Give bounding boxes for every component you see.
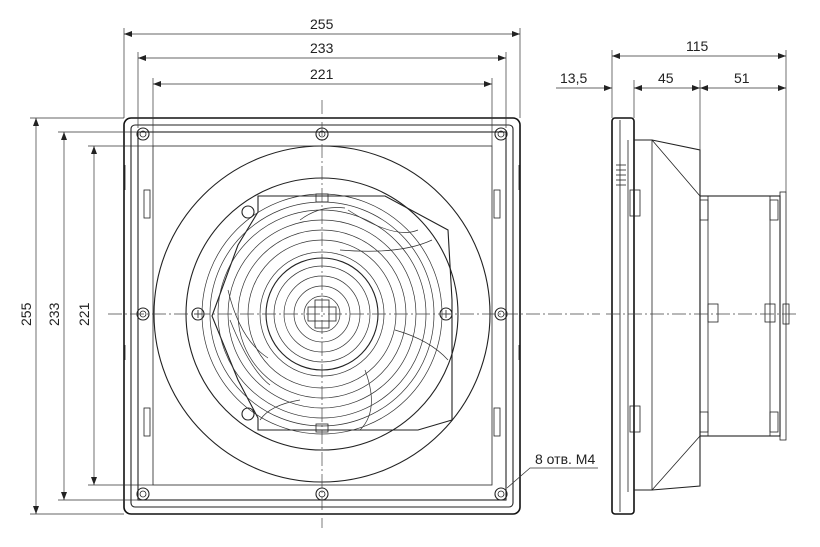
- side-flange: [611, 117, 635, 515]
- holes-callout-leader: [506, 467, 598, 489]
- dim-side-51: 51: [734, 70, 750, 86]
- fan-housing: [211, 195, 453, 431]
- side-housing: [634, 139, 701, 491]
- frame-latches: [124, 165, 520, 437]
- side-dimensions: 115 13,5 45 51: [556, 38, 787, 192]
- side-rear-grille: [779, 191, 787, 441]
- side-view: [606, 117, 798, 515]
- side-grip-ribs: [616, 164, 626, 186]
- dim-side-13-5: 13,5: [560, 70, 587, 86]
- front-top-dimensions: 255 233 221: [123, 16, 521, 146]
- front-view: 8 отв. M4: [108, 100, 600, 528]
- dim-top-233: 233: [310, 40, 334, 56]
- side-motor: [699, 195, 781, 437]
- dim-side-115: 115: [686, 38, 709, 54]
- dim-top-221: 221: [310, 66, 334, 82]
- dim-left-255: 255: [18, 302, 34, 326]
- dim-left-233: 233: [46, 302, 62, 326]
- holes-callout-text: 8 отв. M4: [535, 451, 595, 467]
- dim-top-255: 255: [310, 16, 334, 32]
- dim-left-221: 221: [76, 302, 92, 326]
- dim-side-45: 45: [658, 70, 674, 86]
- front-left-dimensions: 255 233 221: [18, 117, 153, 515]
